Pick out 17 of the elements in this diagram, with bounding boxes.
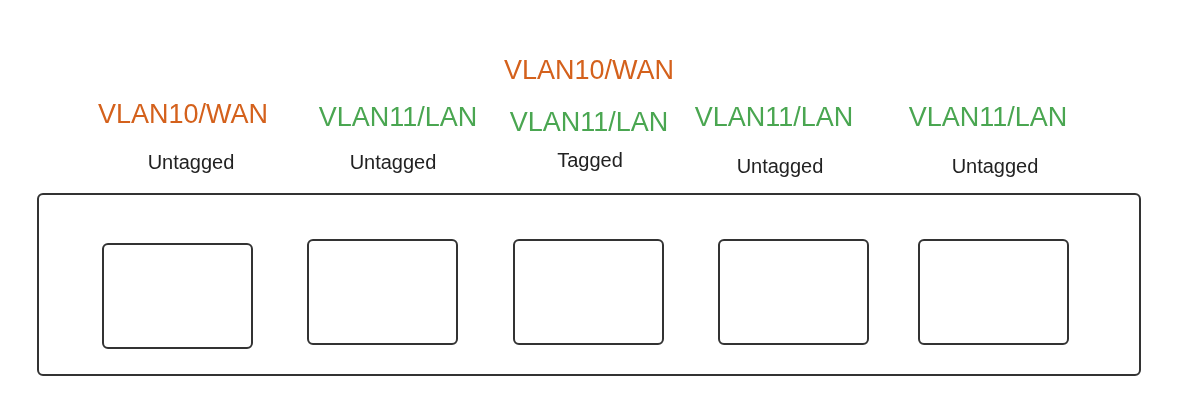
port-box: [718, 239, 869, 345]
port-box: [513, 239, 664, 345]
port-box: [307, 239, 458, 345]
port-mode-label: Untagged: [951, 156, 1039, 176]
vlan-label: VLAN11/LAN: [694, 104, 854, 131]
vlan-label: VLAN10/WAN: [503, 57, 675, 84]
port-mode-label: Tagged: [557, 150, 623, 170]
port-box: [102, 243, 253, 349]
port-mode-label: Untagged: [349, 152, 437, 172]
vlan-label: VLAN11/LAN: [509, 109, 669, 136]
port-mode-label: Untagged: [736, 156, 824, 176]
vlan-label: VLAN11/LAN: [908, 104, 1068, 131]
port-box: [918, 239, 1069, 345]
switch-body: [37, 193, 1141, 376]
port-mode-label: Untagged: [147, 152, 235, 172]
vlan-label: VLAN10/WAN: [97, 101, 269, 128]
vlan-label: VLAN11/LAN: [318, 104, 478, 131]
